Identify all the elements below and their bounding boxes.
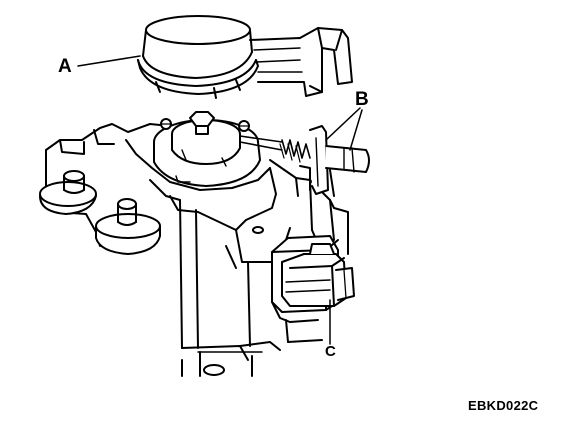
figure-code: EBKD022C — [468, 398, 539, 413]
callout-label-a: A — [58, 56, 72, 77]
leader-line-b1 — [326, 108, 360, 140]
cable-spring-assembly — [240, 126, 369, 196]
leader-line-b2 — [350, 110, 362, 150]
mounting-bolt-right — [96, 199, 160, 254]
actuator-cover — [138, 16, 352, 98]
leader-line-a — [78, 56, 140, 66]
mounting-bolt-left — [40, 171, 96, 214]
rotary-sensor — [154, 112, 260, 186]
callout-label-c: C — [325, 343, 336, 360]
callout-label-b: B — [355, 89, 369, 110]
electrical-connector — [272, 236, 354, 312]
